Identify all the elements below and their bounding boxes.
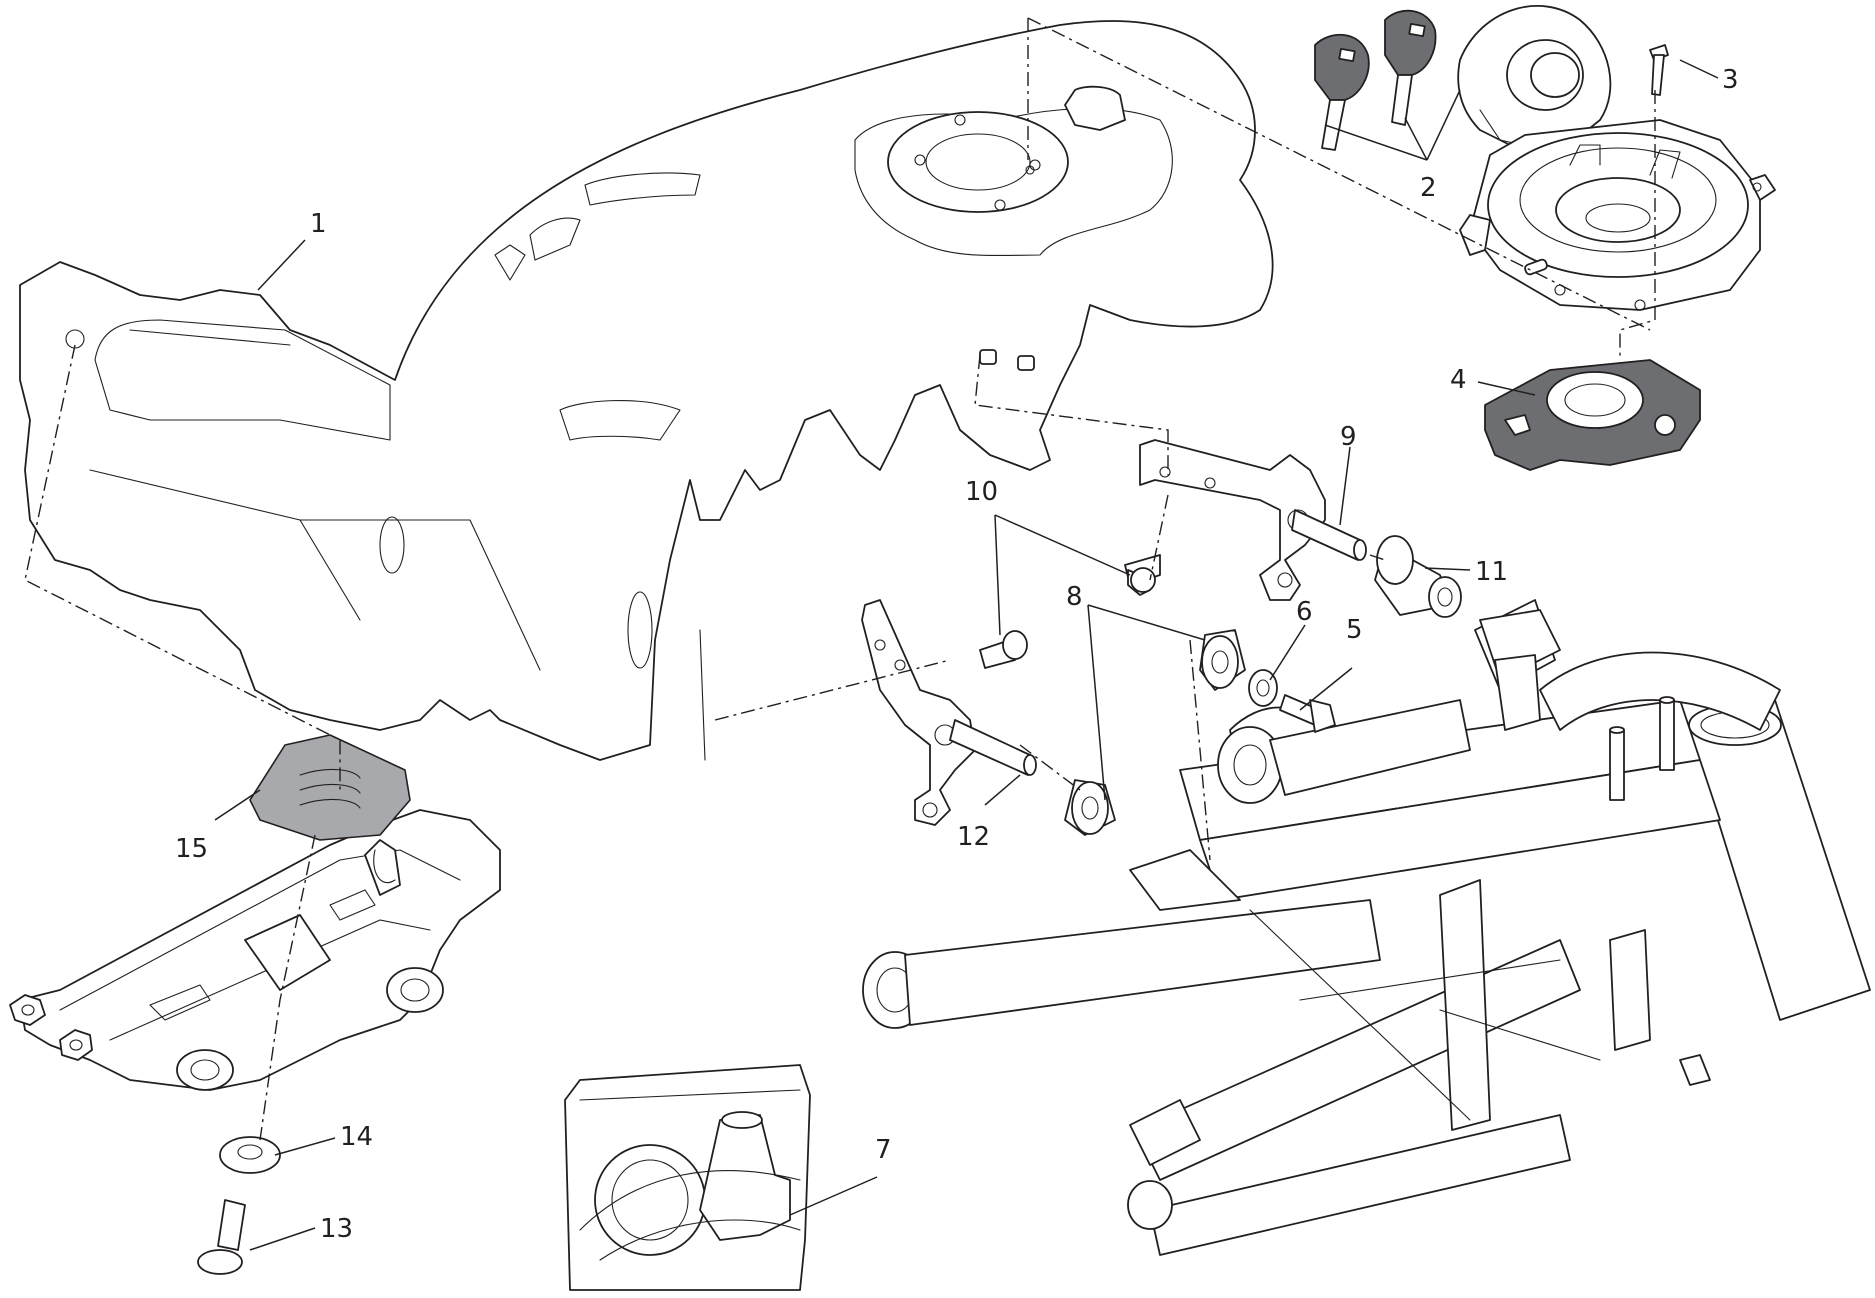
leader-lines (214, 59, 1719, 1251)
callout-15: 15 (175, 834, 208, 864)
bracket-12 (861, 599, 1037, 826)
fuel-tank (19, 20, 1274, 761)
callout-13: 13 (320, 1214, 353, 1244)
bracket-9 (1139, 439, 1367, 601)
callout-8: 8 (1066, 582, 1083, 612)
callout-11: 11 (1475, 557, 1508, 587)
callout-10: 10 (965, 477, 998, 507)
rubber-pad-15 (249, 734, 411, 841)
callout-1: 1 (310, 209, 327, 239)
assembly-centerlines (24, 17, 1656, 1141)
callout-5: 5 (1346, 615, 1363, 645)
filler-cap-assembly (1457, 5, 1776, 311)
callout-3: 3 (1722, 65, 1739, 95)
frame (862, 599, 1871, 1256)
callout-4: 4 (1450, 365, 1467, 395)
callout-labels: 1 2 3 4 5 6 7 8 9 10 11 12 13 14 15 (175, 65, 1739, 1244)
bolt-13 (197, 1199, 246, 1275)
screw-10 (979, 554, 1161, 669)
rubber-mount-8 (1064, 629, 1246, 836)
callout-14: 14 (340, 1122, 373, 1152)
callout-9: 9 (1340, 422, 1357, 452)
gasket-4 (1484, 359, 1701, 471)
callout-12: 12 (957, 822, 990, 852)
callout-6: 6 (1296, 597, 1313, 627)
grommet-14 (219, 1136, 281, 1174)
battery-tray (9, 809, 501, 1091)
callout-2: 2 (1420, 173, 1437, 203)
inset-detail-7 (564, 1064, 811, 1291)
key-pair (1314, 9, 1437, 151)
callout-7: 7 (875, 1135, 892, 1165)
bush-11 (1374, 535, 1462, 618)
screw-3 (1649, 44, 1669, 96)
